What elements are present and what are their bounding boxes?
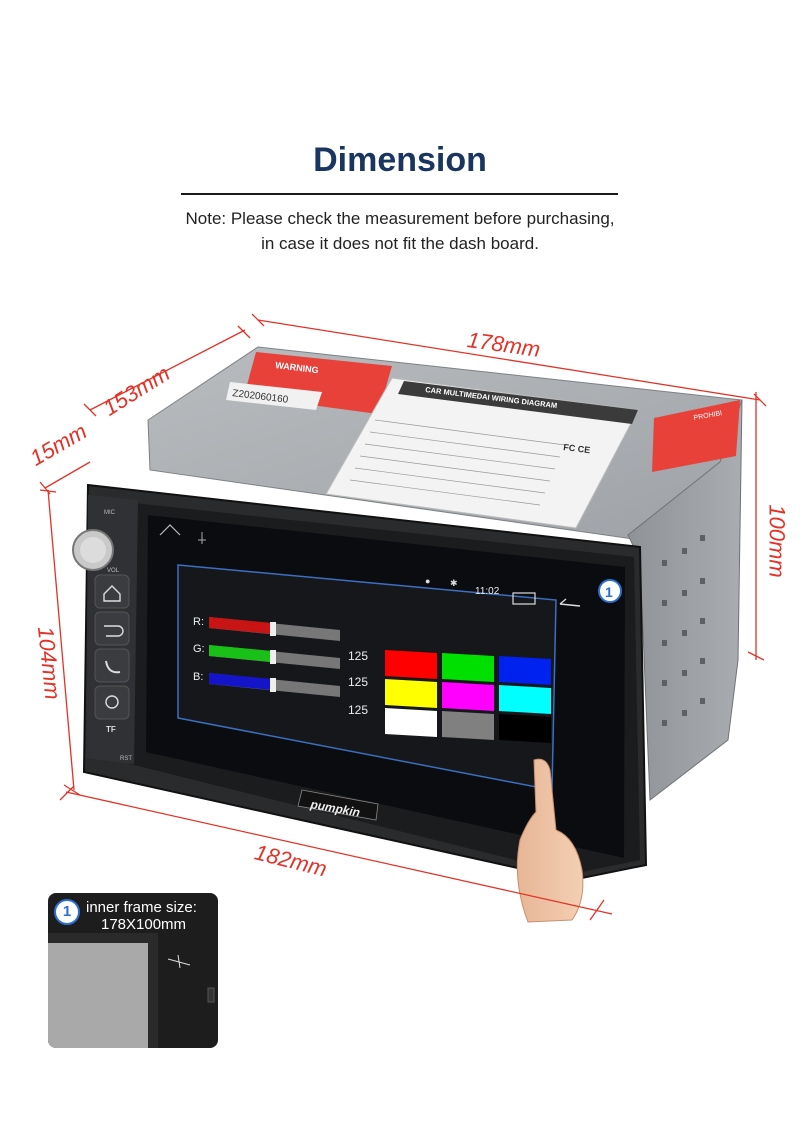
vol-label: VOL xyxy=(107,568,120,574)
page-title: Dimension xyxy=(313,141,487,179)
green-slider xyxy=(209,645,340,669)
callout-badge: 1 xyxy=(54,899,80,925)
brand-plate xyxy=(297,789,379,821)
green-value: 125 xyxy=(348,675,368,689)
blue-slider xyxy=(209,673,340,697)
color-swatch[interactable] xyxy=(385,679,437,708)
inner-frame-marker-text: 1 xyxy=(605,584,613,600)
blue-value: 125 xyxy=(348,703,368,717)
mic-label: MIC xyxy=(104,510,116,516)
inner-frame-marker xyxy=(598,579,622,603)
tf-label: TF xyxy=(106,725,116,734)
back-icon xyxy=(104,625,124,637)
color-swatch[interactable] xyxy=(499,714,551,743)
title-divider xyxy=(181,193,618,195)
red-slider xyxy=(209,617,340,641)
clock: 11:02 xyxy=(475,586,500,597)
navigation-icon xyxy=(105,695,119,709)
color-swatch[interactable] xyxy=(499,685,551,714)
home-icon xyxy=(103,585,121,602)
color-swatch[interactable] xyxy=(442,711,494,740)
bluetooth-icon: ✱ xyxy=(450,578,458,588)
color-swatch-grid xyxy=(385,650,551,743)
dimension-right-height: 100mm xyxy=(764,504,790,578)
inner-frame-callout: 1 inner frame size: 178X100mm xyxy=(48,893,218,1048)
callout-line-2: 178X100mm xyxy=(101,916,187,933)
rst-label: RST xyxy=(120,756,132,762)
dimension-lines xyxy=(39,313,767,921)
blue-label: B: xyxy=(193,671,203,683)
note-line-1: Note: Please check the measurement befor… xyxy=(185,209,615,228)
note-line-2: in case it does not fit the dash board. xyxy=(261,234,539,253)
color-swatch[interactable] xyxy=(385,708,437,737)
callout-line-1: inner frame size: xyxy=(86,899,197,916)
green-label: G: xyxy=(193,643,205,655)
color-swatch[interactable] xyxy=(499,656,551,685)
prohibit-label-text: PROHIBI xyxy=(693,410,723,422)
phone-icon xyxy=(105,660,121,674)
screen-home-icon xyxy=(159,524,181,536)
color-swatch[interactable] xyxy=(442,653,494,682)
purchase-note: Note: Please check the measurement befor… xyxy=(0,206,800,256)
wiring-diagram-sticker xyxy=(325,377,639,529)
color-swatch[interactable] xyxy=(385,650,437,679)
red-value: 125 xyxy=(348,649,368,663)
screen-back-icon xyxy=(559,598,581,607)
usb-icon xyxy=(198,532,206,544)
color-swatch[interactable] xyxy=(442,682,494,711)
red-label: R: xyxy=(193,616,204,628)
location-icon: ● xyxy=(425,576,430,586)
recent-apps-icon xyxy=(512,592,536,605)
certification-mark: FC CE xyxy=(563,442,591,455)
prohibit-label xyxy=(652,400,740,472)
side-buttons xyxy=(94,574,130,720)
